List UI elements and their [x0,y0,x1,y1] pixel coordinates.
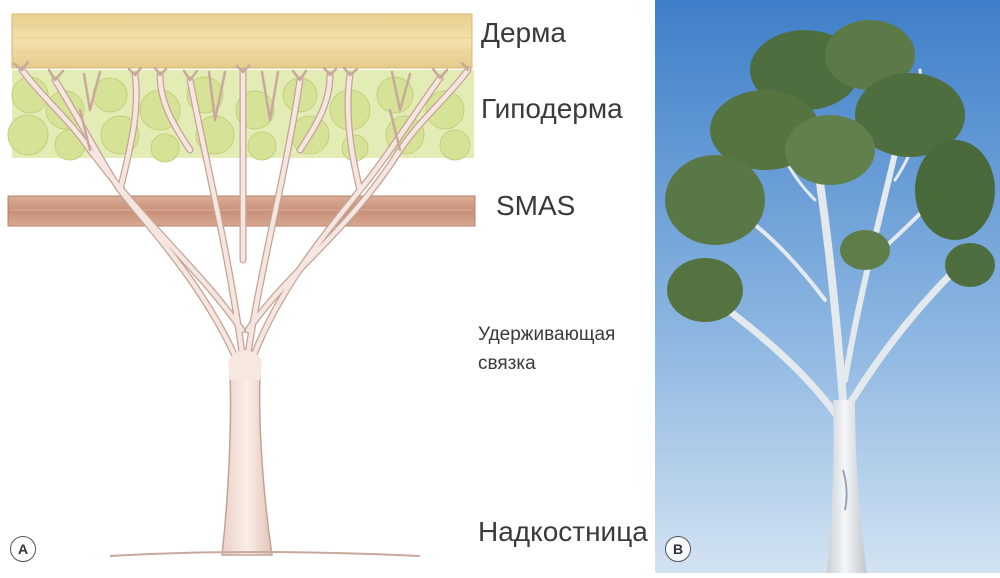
dermis-layer [12,14,472,68]
panel-a-badge: A [10,536,36,562]
label-smas: SMAS [496,190,575,222]
anatomy-illustration [0,0,655,573]
label-retaining-ligament: Удерживающая связка [478,320,653,378]
panel-b-badge: B [665,536,691,562]
tree-photo-illustration [655,0,1000,573]
label-periosteum: Надкостница [478,516,648,548]
panel-b-tree-photo: B [655,0,1000,573]
panel-a-anatomy-diagram: Дерма Гиподерма SMAS Удерживающая связка… [0,0,655,573]
label-hypodermis: Гиподерма [481,93,623,125]
label-dermis: Дерма [481,17,566,49]
ligament-trunk [222,350,272,555]
